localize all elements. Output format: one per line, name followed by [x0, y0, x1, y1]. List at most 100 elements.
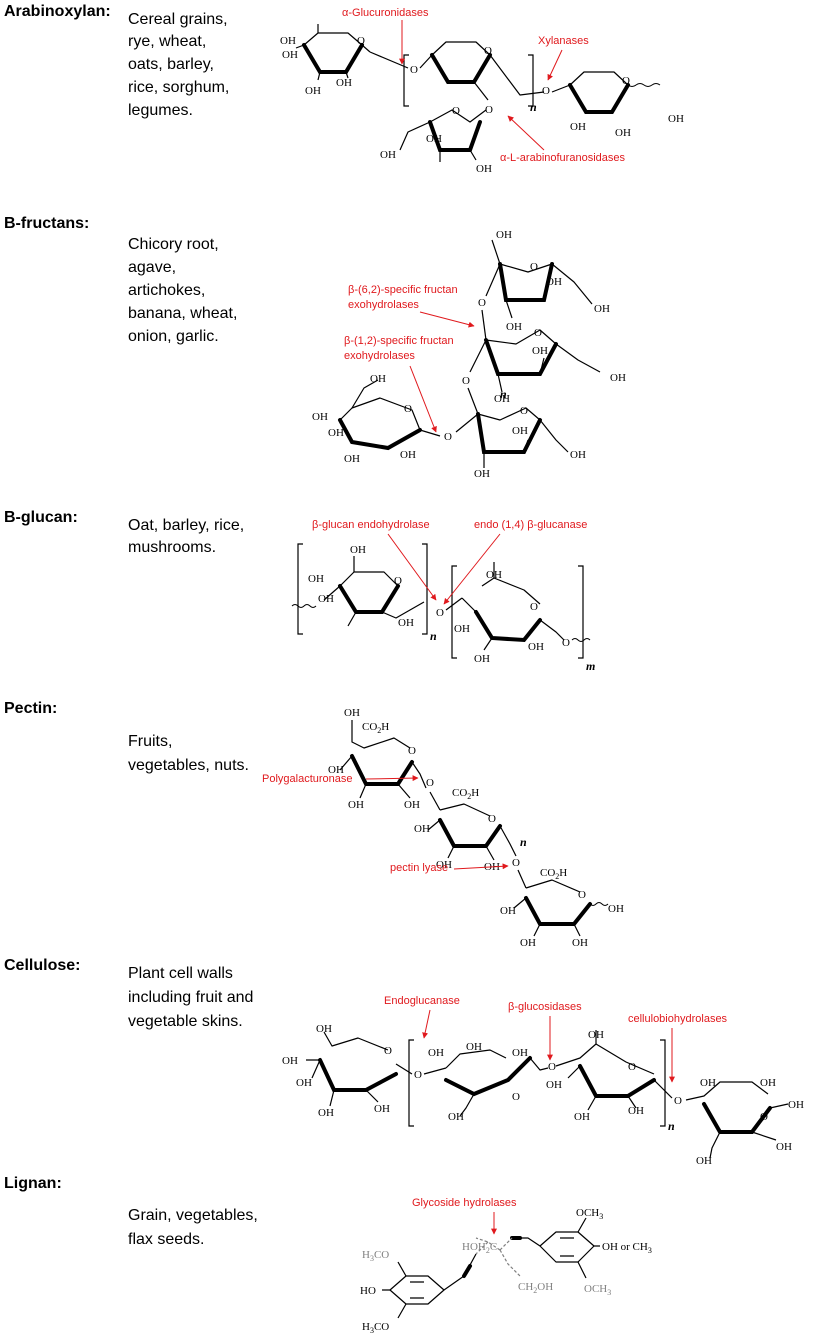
pectin-structure: OH CO2H O OH OH OH O CO2H O OH OH OH n O…: [328, 707, 624, 949]
fructan-structure: OH O OH OH OH O O OH OH OH O n O: [312, 229, 626, 480]
enzyme-label: β-(1,2)-specific fructan: [344, 335, 454, 347]
source-line: agave,: [128, 259, 176, 276]
repeat-m: m: [586, 659, 595, 673]
enzyme-label: Glycoside hydrolases: [412, 1197, 517, 1209]
hydroxyl-label: OH: [448, 1111, 464, 1123]
ring-oxygen: O: [394, 575, 402, 587]
hydroxyl-label: OH: [350, 544, 366, 556]
ring-oxygen: O: [628, 1061, 636, 1073]
source-line: vegetables, nuts.: [128, 757, 249, 774]
enzyme-label: exohydrolases: [348, 299, 419, 311]
source-line: banana, wheat,: [128, 305, 237, 322]
source-line: Oat, barley, rice,: [128, 517, 244, 534]
hydroxyl-label: OH: [496, 229, 512, 241]
hydroxyl-label: OH: [532, 345, 548, 357]
section-b-fructans: B-fructans: Chicory root, agave, articho…: [4, 215, 626, 480]
hydroxyl-label: OH: [668, 113, 684, 125]
hydroxyl-label: OH: [615, 127, 631, 139]
hydroxyl-label: OH: [280, 35, 296, 47]
hydroxyl-label: OH: [328, 427, 344, 439]
hydroxyl-label: OH: [570, 449, 586, 461]
hydroxyl-label: OH: [610, 372, 626, 384]
source-line: oats, barley,: [128, 56, 214, 73]
fiber-name: B-glucan:: [4, 509, 78, 526]
hydroxyl-label: OH: [628, 1105, 644, 1117]
source-line: artichokes,: [128, 282, 205, 299]
hydroxyl-label: OH: [305, 85, 321, 97]
linkage-oxygen: O: [414, 1069, 422, 1081]
source-line: flax seeds.: [128, 1231, 204, 1248]
ring-oxygen: O: [384, 1045, 392, 1057]
enzyme-label: cellulobiohydrolases: [628, 1013, 728, 1025]
hydroxyl-label: OH: [316, 1023, 332, 1035]
hydroxymethyl-label: CH2OH: [518, 1281, 553, 1295]
hydroxyl-label: OH: [344, 707, 360, 719]
ring-oxygen: O: [452, 105, 460, 117]
linkage-oxygen: O: [426, 777, 434, 789]
hydroxyl-label: OH: [474, 468, 490, 480]
cellulose-structure: OH O OH OH OH OH O OH OH OH O OH O OH O: [282, 1023, 804, 1167]
hydroxyl-label: OH: [608, 903, 624, 915]
section-pectin: Pectin: Fruits, vegetables, nuts. OH CO2…: [4, 700, 624, 949]
enzyme-label: α-Glucuronidases: [342, 7, 429, 19]
repeat-n: n: [520, 835, 527, 849]
hydroxyl-label: OH: [466, 1041, 482, 1053]
ring-oxygen: O: [404, 403, 412, 415]
linkage-oxygen: O: [462, 375, 470, 387]
ring-oxygen: O: [534, 327, 542, 339]
linkage-oxygen: O: [478, 297, 486, 309]
linkage-oxygen: O: [444, 431, 452, 443]
fiber-name: B-fructans:: [4, 215, 89, 232]
hydroxyl-label: OH: [512, 425, 528, 437]
enzyme-label: Endoglucanase: [384, 995, 460, 1007]
ring-oxygen: O: [622, 75, 630, 87]
hydroxyl-label: OH: [788, 1099, 804, 1111]
ring-oxygen: O: [520, 405, 528, 417]
source-line: Plant cell walls: [128, 965, 233, 982]
hydroxyl-label: OH: [520, 937, 536, 949]
hydroxyl-label: OH: [760, 1077, 776, 1089]
hydroxyl-label: OH: [400, 449, 416, 461]
hydroxyl-label: OH: [546, 276, 562, 288]
ring-oxygen: O: [578, 889, 586, 901]
source-line: including fruit and: [128, 989, 253, 1006]
carboxyl-label: CO2H: [452, 787, 479, 801]
hydroxyl-label: OH: [318, 1107, 334, 1119]
hydroxyl-label: OH: [404, 799, 420, 811]
carboxyl-label: CO2H: [362, 721, 389, 735]
fiber-name: Cellulose:: [4, 957, 80, 974]
carboxyl-label: CO2H: [540, 867, 567, 881]
methoxy-label: OCH3: [576, 1207, 603, 1221]
repeat-n: n: [668, 1119, 675, 1133]
hydroxyl-label: OH: [506, 321, 522, 333]
ring-oxygen: O: [357, 35, 365, 47]
linkage-oxygen: O: [548, 1061, 556, 1073]
ring-oxygen: O: [488, 813, 496, 825]
repeat-n: n: [430, 629, 437, 643]
arabinoxylan-structure: O OH OH OH OH O O O n O O OH OH OH: [280, 24, 684, 175]
repeat-n: n: [530, 100, 537, 114]
hydroxyl-label: OH: [570, 121, 586, 133]
enzyme-label: pectin lyase: [390, 862, 448, 874]
hydroxyl-label: OH: [436, 859, 452, 871]
hydroxyl-label: OH: [528, 641, 544, 653]
section-lignan: Lignan: Grain, vegetables, flax seeds. O…: [4, 1175, 652, 1335]
section-b-glucan: B-glucan: Oat, barley, rice, mushrooms. …: [4, 509, 595, 673]
hydroxyl-label: OH: [282, 49, 298, 61]
ring-oxygen: O: [512, 1091, 520, 1103]
methoxy-label: H3CO: [362, 1321, 389, 1335]
enzyme-label: β-glucan endohydrolase: [312, 519, 430, 531]
hydroxyl-label: OH: [494, 393, 510, 405]
ring-oxygen: O: [484, 45, 492, 57]
source-line: Chicory root,: [128, 236, 219, 253]
fiber-name: Pectin:: [4, 700, 57, 717]
hydroxyl-label: OH: [380, 149, 396, 161]
hydroxyl-label: OH: [512, 1047, 528, 1059]
hydroxyl-label: OH: [700, 1077, 716, 1089]
b-glucan-structure: O OH OH OH OH n O O OH OH OH OH O m: [291, 543, 595, 673]
linkage-oxygen: O: [410, 64, 418, 76]
fiber-name: Lignan:: [4, 1175, 62, 1192]
enzyme-label: endo (1,4) β-glucanase: [474, 519, 587, 531]
hydroxymethyl-label: HOH2C: [462, 1241, 497, 1255]
